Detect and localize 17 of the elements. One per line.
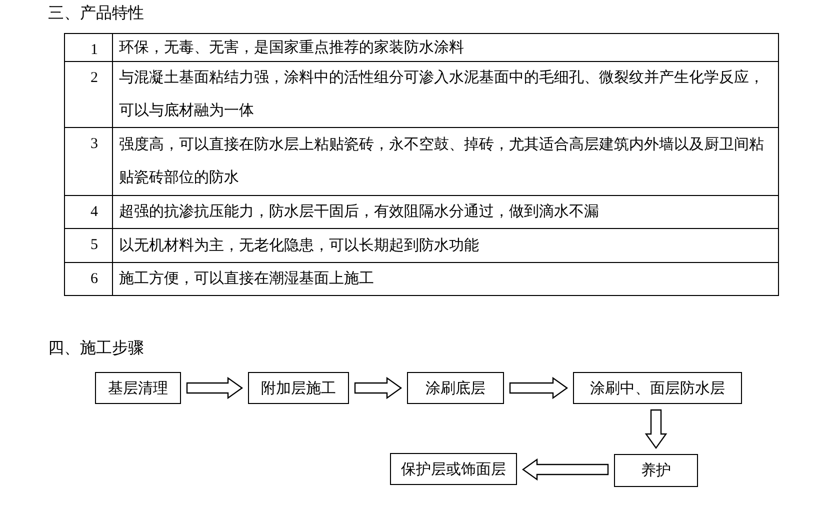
process-box: 附加层施工 [248,372,349,404]
process-box: 涂刷中、面层防水层 [573,372,742,404]
block-arrow [522,458,609,481]
process-box: 养护 [614,454,698,487]
table-cell: 环保，无毒、无害，是国家重点推荐的家装防水涂料 [112,33,779,62]
block-arrow [644,409,668,450]
table-cell: 施工方便，可以直接在潮湿基面上施工 [112,262,779,296]
row-number-cell: 1 [64,33,113,62]
block-arrow [354,376,402,400]
process-box: 涂刷底层 [407,372,504,404]
section-heading: 四、施工步骤 [48,338,144,359]
row-number-cell: 6 [64,262,113,296]
block-arrow [509,376,568,400]
block-arrow [186,376,244,400]
process-box: 基层清理 [95,372,181,404]
section-heading: 三、产品特性 [48,4,144,24]
process-box: 保护层或饰面层 [390,453,517,485]
